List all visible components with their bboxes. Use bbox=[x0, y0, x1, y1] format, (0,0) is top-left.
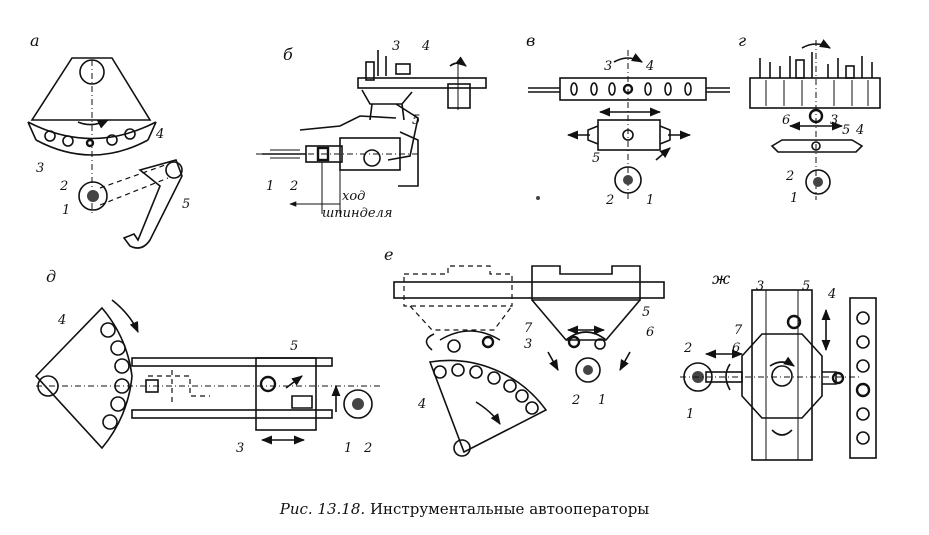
panel-b-stroke-label-2: шпинделя bbox=[322, 206, 392, 221]
panel-g-label-1: 1 bbox=[790, 191, 798, 206]
panel-d-label-1: 1 bbox=[344, 441, 352, 456]
panel-zh-label-3: 3 bbox=[756, 279, 764, 294]
panel-d: д 4 5 3 1 2 bbox=[34, 267, 380, 456]
panel-zh-tools bbox=[855, 311, 871, 445]
panel-b-label-5: 5 bbox=[412, 113, 420, 128]
panel-v-label-3: 3 bbox=[604, 59, 612, 74]
panel-b-letter: б bbox=[283, 45, 293, 64]
panel-zh: ж 3 5 4 7 6 2 1 bbox=[680, 269, 877, 461]
panel-d-spindle bbox=[343, 389, 373, 419]
panel-g-label-5: 5 bbox=[842, 123, 850, 138]
panel-d-rail-bottom bbox=[131, 409, 333, 419]
panel-g-label-3: 3 bbox=[830, 113, 838, 128]
panel-a-label-2: 2 bbox=[59, 179, 68, 194]
panel-e-label-5: 5 bbox=[642, 305, 650, 320]
panel-a-arm bbox=[122, 159, 183, 249]
panel-d-label-4: 4 bbox=[57, 313, 66, 328]
panel-e-label-7: 7 bbox=[524, 321, 533, 336]
panel-g-label-4: 4 bbox=[855, 123, 864, 138]
panel-d-letter: д bbox=[46, 267, 56, 286]
figure-caption: Рис. 13.18. Инструментальные автооперато… bbox=[0, 500, 929, 518]
panel-zh-label-5: 5 bbox=[802, 279, 810, 294]
panel-b-label-3: 3 bbox=[392, 39, 400, 54]
panel-e-spindle bbox=[575, 357, 601, 383]
panel-g-gripper bbox=[770, 139, 864, 153]
panel-g-magazine bbox=[749, 77, 881, 109]
panel-zh-label-1: 1 bbox=[686, 407, 694, 422]
panel-a-tools bbox=[44, 128, 136, 148]
panel-e-label-6: 6 bbox=[646, 325, 654, 340]
panel-b-top-arm bbox=[357, 77, 487, 89]
panel-v-letter: в bbox=[526, 31, 535, 50]
panel-v-label-2: 2 bbox=[605, 193, 614, 208]
panel-g-label-6: 6 bbox=[782, 113, 790, 128]
panel-e-letter: е bbox=[384, 245, 393, 264]
panel-e-label-3: 3 bbox=[524, 337, 532, 352]
panel-v-gripper bbox=[597, 119, 661, 151]
panel-zh-slide bbox=[751, 289, 813, 461]
panel-a-label-5: 5 bbox=[182, 197, 190, 212]
panel-a-spindle bbox=[78, 181, 108, 211]
panel-e-label-1: 1 bbox=[598, 393, 606, 408]
panel-v-label-1: 1 bbox=[646, 193, 654, 208]
panel-e-label-2: 2 bbox=[571, 393, 580, 408]
panel-a-label-4: 4 bbox=[155, 127, 164, 142]
panel-b: б ход шпинделя 3 4 5 1 2 bbox=[256, 39, 487, 221]
panel-zh-letter: ж bbox=[712, 269, 731, 288]
panel-a-label-1: 1 bbox=[62, 203, 70, 218]
panel-a-letter: а bbox=[30, 31, 40, 50]
caption-text: Инструментальные автооператоры bbox=[369, 500, 650, 518]
panel-d-tools bbox=[100, 322, 130, 430]
panel-b-label-2: 2 bbox=[289, 179, 298, 194]
panel-e-sector bbox=[428, 359, 548, 454]
panel-v-label-5: 5 bbox=[592, 151, 600, 166]
panel-v-tools bbox=[570, 82, 692, 96]
panel-b-label-4: 4 bbox=[421, 39, 430, 54]
panel-a-label-3: 3 bbox=[36, 161, 44, 176]
panel-g-label-2: 2 bbox=[785, 169, 794, 184]
panel-a: а 3 4 2 1 5 bbox=[27, 31, 190, 249]
panel-e-label-4: 4 bbox=[417, 397, 426, 412]
panel-e-tools bbox=[433, 363, 539, 415]
panel-v: в 3 4 5 2 1 bbox=[526, 31, 730, 208]
panel-g-tools bbox=[759, 52, 873, 106]
panel-zh-magazine bbox=[849, 297, 877, 459]
panel-g-spindle bbox=[805, 169, 831, 195]
panel-zh-label-6: 6 bbox=[732, 341, 740, 356]
panel-zh-label-2: 2 bbox=[683, 341, 692, 356]
caption-prefix: Рис. 13.18. bbox=[279, 500, 366, 518]
panel-d-label-2: 2 bbox=[363, 441, 372, 456]
panel-d-label-3: 3 bbox=[236, 441, 244, 456]
panel-d-carriage bbox=[255, 357, 317, 431]
panel-v-label-4: 4 bbox=[645, 59, 654, 74]
panel-b-label-1: 1 bbox=[266, 179, 274, 194]
panel-e: е 7 3 5 6 2 1 4 bbox=[384, 245, 665, 457]
panel-g-letter: г bbox=[738, 31, 746, 50]
panel-d-label-5: 5 bbox=[290, 339, 298, 354]
panel-g: г 6 3 5 4 2 1 bbox=[738, 31, 881, 206]
panel-zh-label-7: 7 bbox=[734, 323, 743, 338]
panel-e-spindle-head bbox=[403, 265, 513, 307]
panel-v-spindle bbox=[614, 166, 642, 194]
panel-d-rail-top bbox=[131, 357, 333, 367]
panel-d-sector bbox=[34, 306, 133, 450]
panel-v-magazine bbox=[559, 77, 707, 101]
panel-e-beam bbox=[393, 281, 665, 299]
panel-zh-label-4: 4 bbox=[827, 287, 836, 302]
panel-a-sector-body bbox=[30, 57, 152, 121]
panel-b-stroke-label-1: ход bbox=[342, 189, 365, 204]
panel-zh-turret bbox=[741, 333, 823, 419]
